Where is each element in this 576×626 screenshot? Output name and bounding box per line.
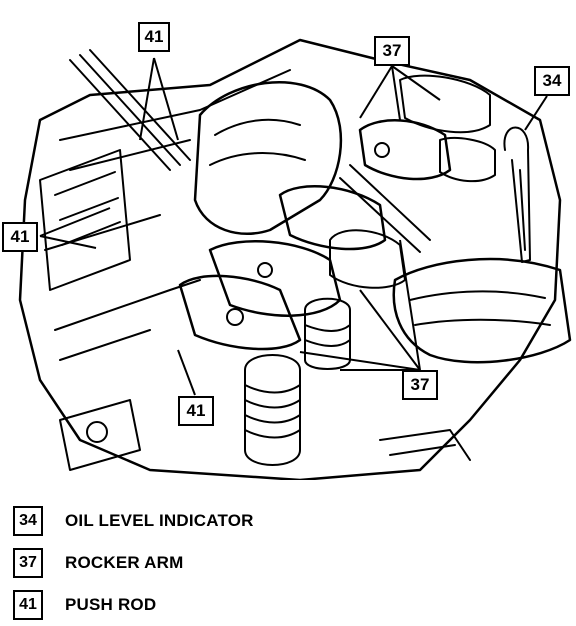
callout-41-top: 41: [138, 22, 170, 52]
legend-item-rocker-arm: 37 ROCKER ARM: [13, 542, 413, 584]
legend: 34 OIL LEVEL INDICATOR 37 ROCKER ARM 41 …: [13, 500, 413, 626]
engine-illustration: [18, 38, 572, 480]
legend-item-oil-level-indicator: 34 OIL LEVEL INDICATOR: [13, 500, 413, 542]
legend-label: ROCKER ARM: [65, 553, 184, 572]
legend-number: 37: [13, 548, 43, 578]
callout-37-bottom: 37: [402, 370, 438, 400]
callout-34: 34: [534, 66, 570, 96]
callout-41-left: 41: [2, 222, 38, 252]
callout-41-bottom: 41: [178, 396, 214, 426]
callout-37-top: 37: [374, 36, 410, 66]
legend-label: OIL LEVEL INDICATOR: [65, 511, 254, 530]
legend-item-push-rod: 41 PUSH ROD: [13, 584, 413, 626]
legend-number: 34: [13, 506, 43, 536]
legend-label: PUSH ROD: [65, 595, 157, 614]
legend-number: 41: [13, 590, 43, 620]
